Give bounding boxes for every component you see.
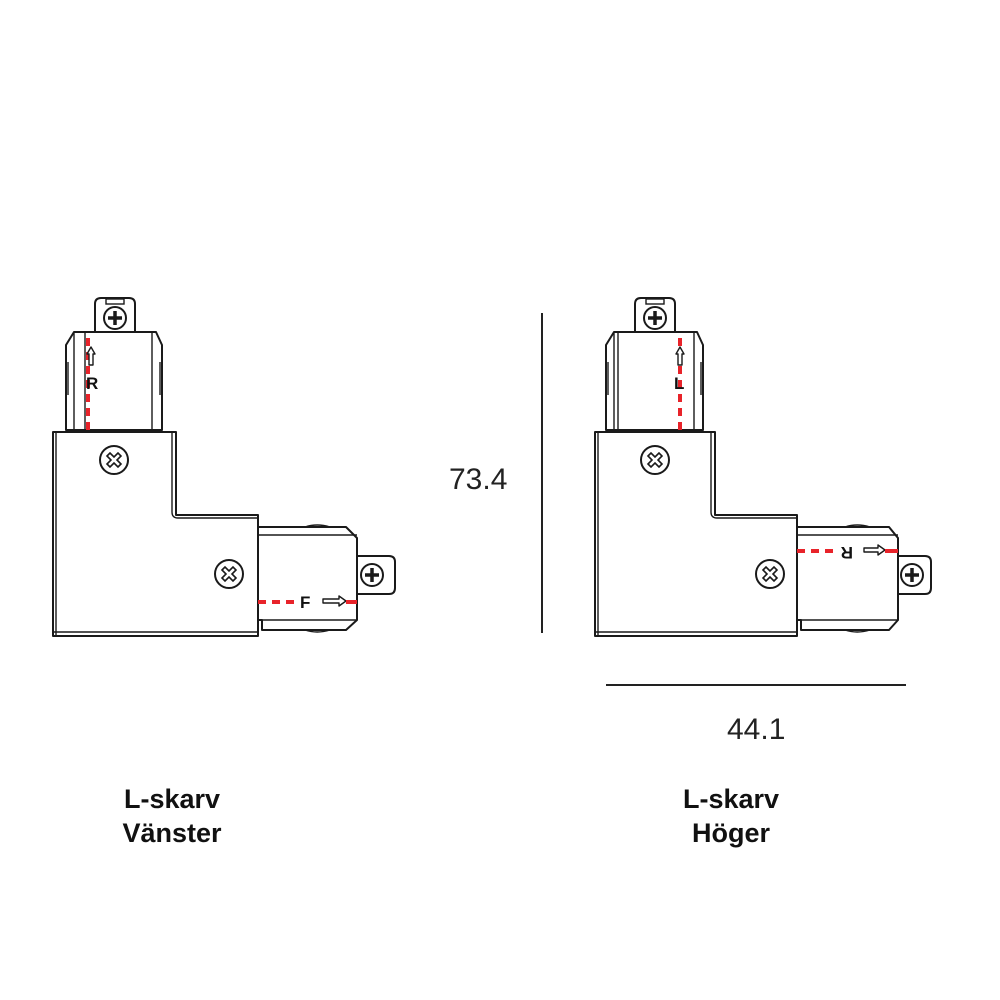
arrow-right-icon	[863, 544, 886, 556]
height-dimension-label: 73.4	[449, 463, 507, 496]
connector-left: R F	[52, 297, 396, 637]
top-sleeve	[65, 331, 163, 431]
screw-icon	[99, 445, 129, 475]
l-body	[594, 431, 798, 637]
width-dimension-label: 44.1	[727, 713, 785, 746]
caption-subtitle: Vänster	[122, 818, 222, 848]
side-sleeve	[796, 526, 899, 631]
caption-right: L-skarv Höger	[601, 782, 861, 850]
tab-slot	[645, 298, 665, 305]
screw-icon	[102, 305, 128, 331]
arrow-up-icon	[675, 346, 685, 366]
arrow-up-icon	[86, 346, 96, 366]
tab-slot	[105, 298, 125, 305]
screw-icon	[640, 445, 670, 475]
l-body	[52, 431, 259, 637]
screw-icon	[755, 559, 785, 589]
screw-icon	[359, 562, 385, 588]
screw-icon	[642, 305, 668, 331]
screw-icon	[899, 562, 925, 588]
caption-title: L-skarv	[123, 784, 221, 814]
polarity-mark-vertical: L	[674, 374, 684, 393]
connector-right: L R	[594, 297, 932, 637]
caption-title: L-skarv	[682, 784, 780, 814]
polarity-mark-vertical: R	[86, 374, 98, 393]
caption-subtitle: Höger	[691, 818, 770, 848]
screw-icon	[214, 559, 244, 589]
caption-left: L-skarv Vänster	[42, 782, 302, 850]
polarity-mark-horizontal: F	[300, 593, 310, 612]
side-sleeve	[257, 526, 358, 631]
polarity-mark-horizontal: R	[841, 543, 853, 562]
arrow-right-icon	[322, 595, 347, 607]
top-sleeve	[605, 331, 704, 431]
